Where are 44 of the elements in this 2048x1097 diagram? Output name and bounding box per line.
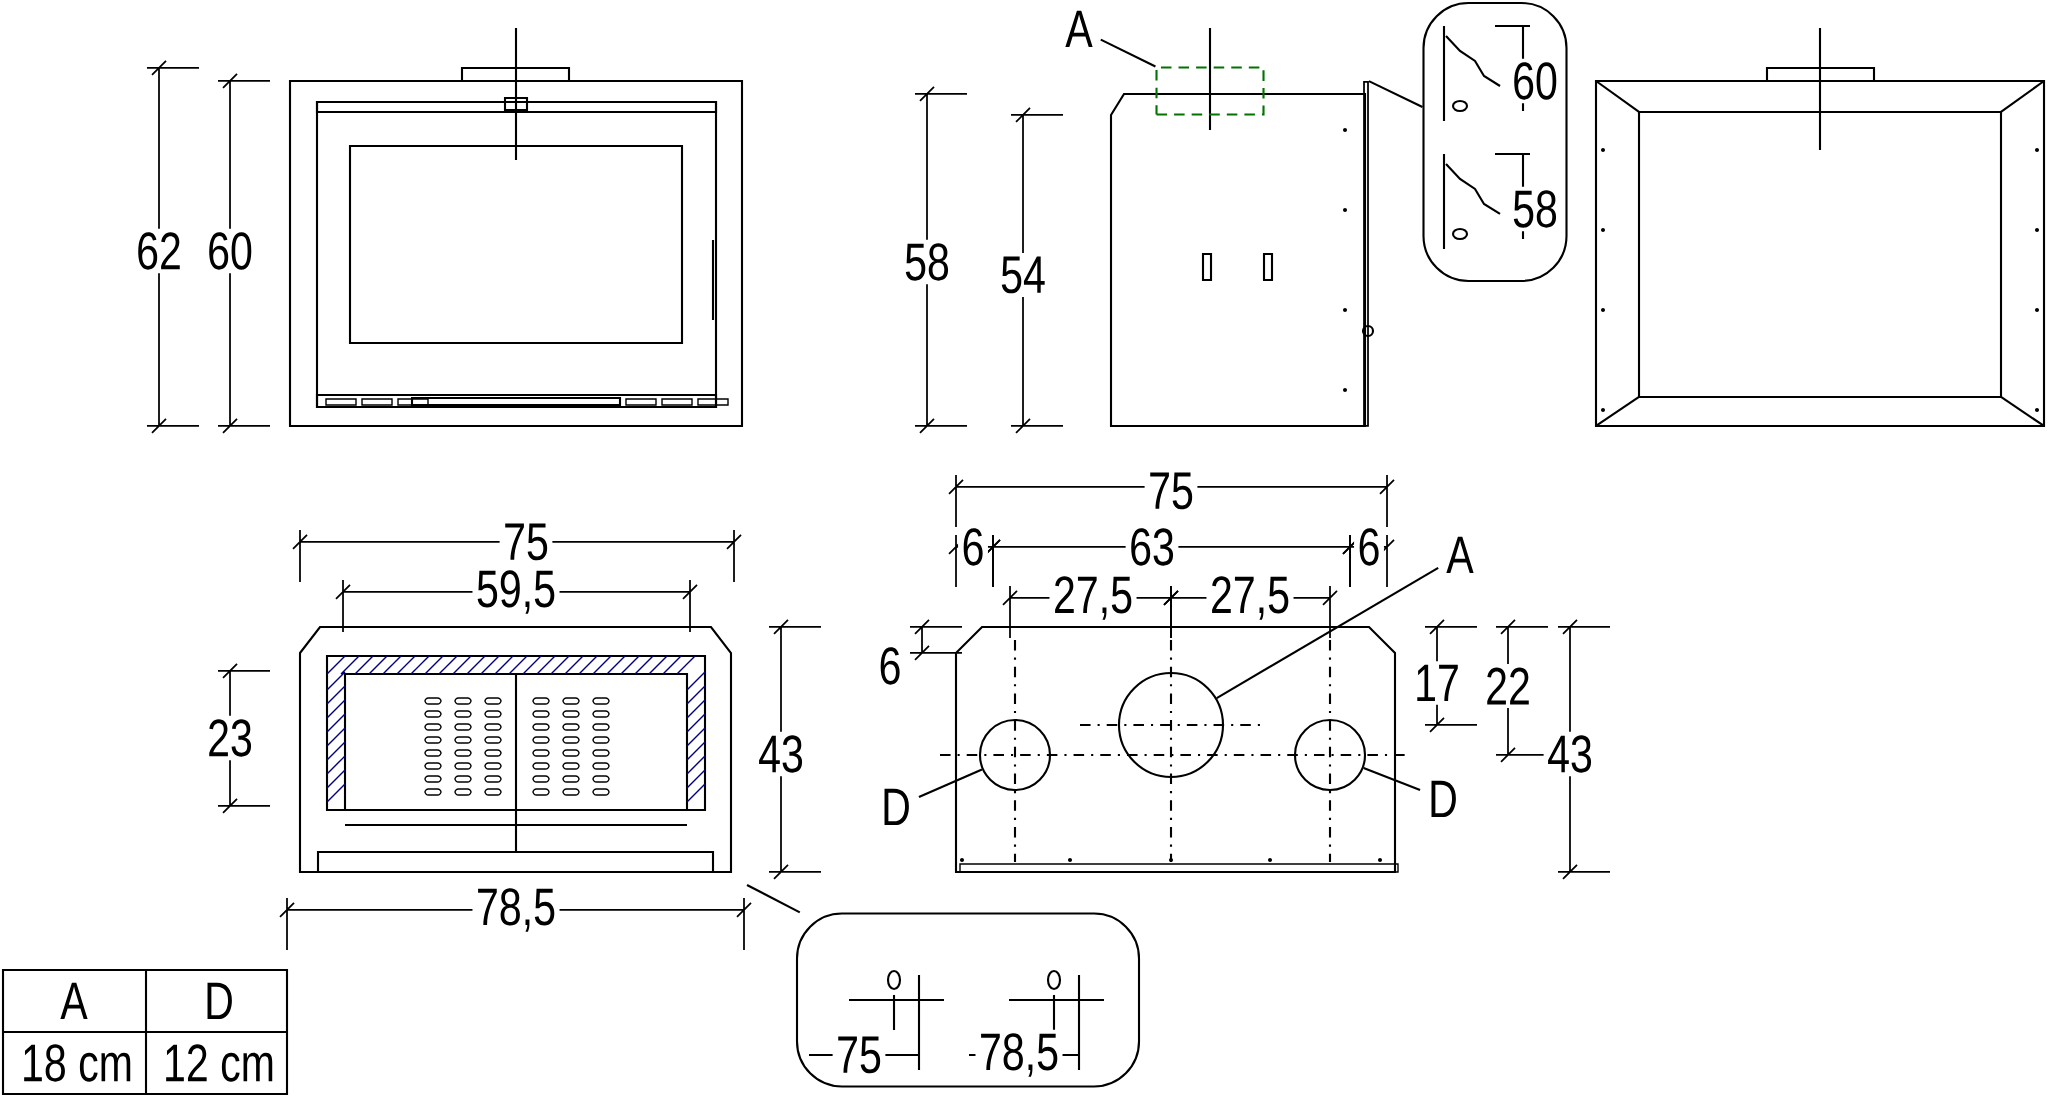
dimension-label: 43: [754, 731, 808, 777]
flue-circle: [978, 718, 1052, 792]
dimension-label: 58: [1508, 186, 1562, 232]
dimension-label: 59,5: [472, 566, 560, 618]
leader-line: [918, 768, 983, 798]
callout-letter: A: [1065, 10, 1093, 48]
dimension-label: 22: [1481, 664, 1535, 708]
leader-line: [1100, 38, 1156, 68]
dimension-label: 75: [499, 520, 553, 564]
leader-line: [1216, 566, 1439, 699]
dimension-label: 63: [1125, 524, 1179, 570]
flue-circle: [1117, 671, 1225, 779]
table-cell: 18 cm: [17, 1040, 137, 1086]
leader-line: [746, 884, 801, 914]
dimension-label: 6: [958, 524, 988, 570]
dimension-label: 27,5: [1049, 572, 1137, 624]
dimension-label: 58: [900, 239, 954, 285]
dimension-label: 43: [1543, 731, 1597, 777]
leader-line: [1368, 80, 1423, 108]
leader-line: [1363, 767, 1421, 792]
side-flange: [1363, 81, 1369, 427]
dimension-label: 62: [132, 228, 186, 274]
dimension-label: 75: [1144, 469, 1198, 513]
dimension-label: 27,5: [1206, 572, 1294, 624]
dimension-label: 78,5: [472, 884, 560, 936]
table-cell: D: [200, 979, 238, 1023]
dimension-label: 6: [1354, 524, 1384, 570]
detail-callout: [1422, 1, 1568, 283]
flue-circle: [1293, 718, 1367, 792]
detail-callout: [795, 912, 1141, 1088]
table-cell: 12 cm: [159, 1040, 279, 1086]
callout-letter: D: [1431, 780, 1456, 818]
dimension-label: 23: [203, 715, 257, 761]
dimension-label: 75: [832, 1033, 886, 1077]
dimension-label: 6: [875, 643, 905, 689]
collar-outline: [1155, 66, 1265, 116]
dimension-label: 60: [203, 228, 257, 274]
dimension-label: 60: [1508, 58, 1562, 104]
callout-letter: D: [884, 788, 909, 826]
dimension-label: 54: [996, 253, 1050, 297]
dimension-label: 17: [1410, 661, 1464, 705]
table-cell: A: [56, 979, 92, 1023]
callout-letter: A: [1446, 536, 1474, 574]
dimension-label: 78,5: [975, 1029, 1063, 1081]
